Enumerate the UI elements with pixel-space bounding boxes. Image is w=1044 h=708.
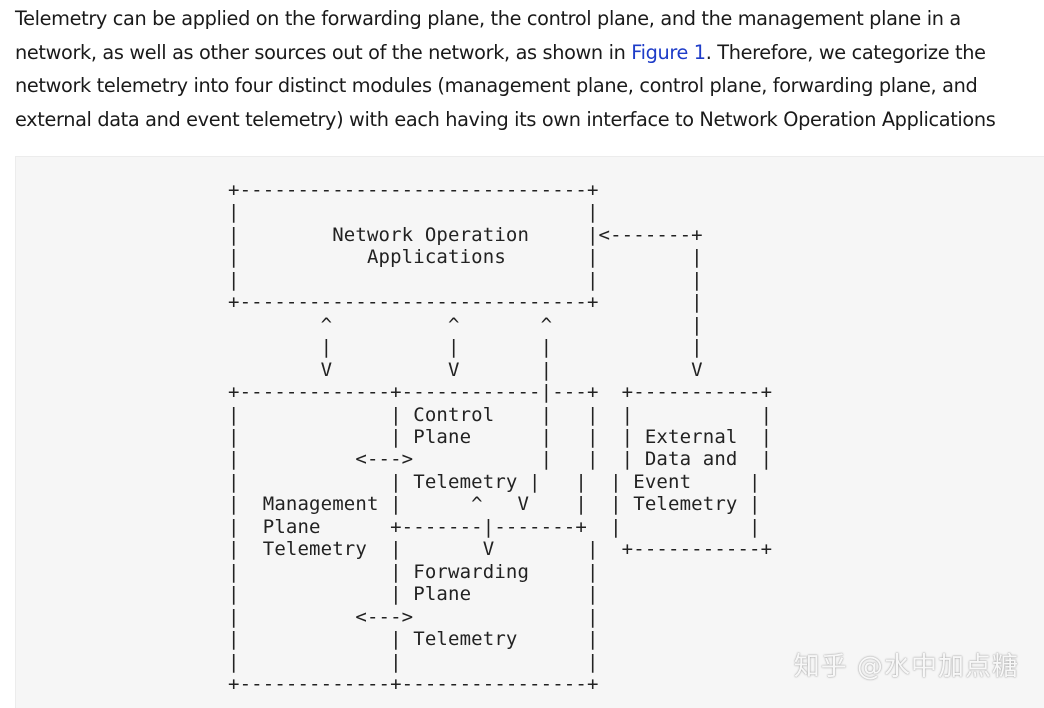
figure-1-link[interactable]: Figure 1: [631, 40, 706, 64]
diagram-line: | <---> |: [228, 605, 599, 628]
diagram-line: +-------------+----------------+: [228, 672, 599, 695]
diagram-line: ^ ^ ^ |: [228, 313, 703, 336]
diagram-line: | <---> | | | Data and |: [228, 448, 773, 471]
diagram-line: | |: [228, 201, 599, 224]
paragraph-line-2: network, as well as other sources out of…: [15, 36, 1044, 70]
paragraph-line-2-start: network, as well as other sources out of…: [15, 40, 632, 64]
diagram-line: | | Telemetry |: [228, 628, 599, 651]
paragraph-line-3: network telemetry into four distinct mod…: [15, 74, 978, 97]
diagram-line: | Telemetry | V | +-----------+: [228, 538, 773, 561]
diagram-line: | | Plane |: [228, 583, 599, 606]
diagram-line: +------------------------------+: [228, 179, 599, 201]
ascii-diagram: +------------------------------+ | | | N…: [228, 179, 772, 695]
diagram-line: | Management | ^ V | | Telemetry |: [228, 493, 761, 516]
paragraph-line-2-end: . Therefore, we categorize the: [705, 40, 986, 64]
diagram-line: | Network Operation |<-------+: [228, 223, 703, 246]
diagram-line: | | Forwarding |: [228, 560, 599, 583]
diagram-line: | Plane +-------|-------+ | |: [228, 515, 761, 538]
diagram-line: | Applications | |: [228, 246, 703, 269]
figure-code-block: +------------------------------+ | | | N…: [15, 156, 1044, 708]
diagram-line: | | Control | | | |: [228, 403, 773, 426]
watermark: 知乎 @水中加点糖: [793, 652, 1019, 682]
diagram-line: V V | V: [228, 358, 703, 381]
paragraph-line-1: Telemetry can be applied on the forwardi…: [15, 7, 961, 30]
diagram-line: | | | |: [228, 336, 703, 359]
paragraph-line-4: external data and event telemetry) with …: [15, 107, 996, 131]
diagram-line: +------------------------------+ |: [228, 291, 703, 314]
diagram-line: | | Plane | | | External |: [228, 425, 773, 448]
intro-paragraph: Telemetry can be applied on the forwardi…: [15, 2, 1044, 136]
diagram-line: +-------------+------------|---+ +------…: [228, 381, 773, 404]
diagram-line: | | |: [228, 268, 703, 291]
diagram-line: | | |: [228, 650, 599, 673]
diagram-line: | | Telemetry | | | Event |: [228, 470, 761, 493]
